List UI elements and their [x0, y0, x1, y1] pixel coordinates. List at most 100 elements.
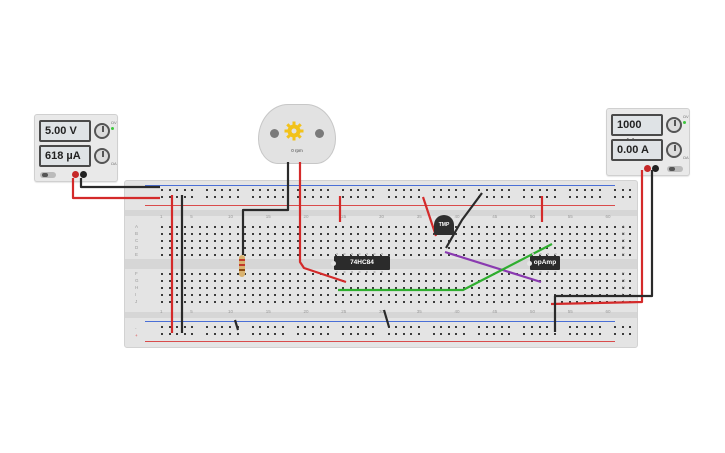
- breadboard-hole[interactable]: [259, 287, 262, 289]
- breadboard-hole[interactable]: [395, 247, 398, 249]
- breadboard-hole[interactable]: [334, 273, 337, 275]
- rail-hole[interactable]: [553, 189, 556, 191]
- breadboard-hole[interactable]: [244, 287, 247, 289]
- breadboard-hole[interactable]: [546, 301, 549, 303]
- rail-hole[interactable]: [463, 333, 465, 335]
- breadboard-hole[interactable]: [410, 254, 413, 256]
- rail-hole[interactable]: [296, 196, 299, 198]
- breadboard-hole[interactable]: [183, 254, 186, 256]
- rail-hole[interactable]: [546, 189, 549, 191]
- rail-hole[interactable]: [402, 196, 405, 198]
- breadboard-hole[interactable]: [523, 247, 526, 249]
- breadboard-hole[interactable]: [425, 226, 428, 228]
- breadboard-hole[interactable]: [349, 247, 352, 249]
- breadboard-hole[interactable]: [236, 273, 239, 275]
- breadboard-hole[interactable]: [606, 247, 609, 249]
- breadboard-hole[interactable]: [561, 287, 564, 289]
- breadboard-hole[interactable]: [387, 233, 390, 235]
- breadboard-hole[interactable]: [221, 254, 224, 256]
- breadboard-hole[interactable]: [161, 301, 163, 303]
- breadboard-hole[interactable]: [493, 254, 496, 256]
- rail-hole[interactable]: [417, 326, 420, 328]
- rail-hole[interactable]: [500, 189, 503, 191]
- rail-hole[interactable]: [546, 333, 549, 335]
- breadboard-hole[interactable]: [568, 240, 571, 242]
- breadboard-hole[interactable]: [493, 247, 496, 249]
- breadboard-hole[interactable]: [312, 254, 314, 256]
- breadboard-hole[interactable]: [334, 294, 337, 296]
- breadboard-hole[interactable]: [221, 301, 224, 303]
- breadboard-hole[interactable]: [236, 254, 239, 256]
- breadboard-hole[interactable]: [530, 294, 533, 296]
- breadboard-hole[interactable]: [598, 254, 601, 256]
- breadboard-hole[interactable]: [538, 247, 541, 249]
- breadboard-hole[interactable]: [161, 233, 163, 235]
- breadboard-hole[interactable]: [425, 247, 428, 249]
- breadboard-hole[interactable]: [296, 247, 299, 249]
- breadboard-hole[interactable]: [387, 280, 390, 282]
- rail-hole[interactable]: [538, 196, 541, 198]
- breadboard-hole[interactable]: [395, 254, 398, 256]
- breadboard-hole[interactable]: [183, 287, 186, 289]
- breadboard-hole[interactable]: [236, 294, 239, 296]
- rail-hole[interactable]: [583, 196, 586, 198]
- breadboard-hole[interactable]: [387, 301, 390, 303]
- breadboard-hole[interactable]: [553, 287, 556, 289]
- breadboard-hole[interactable]: [591, 254, 594, 256]
- rail-hole[interactable]: [493, 189, 496, 191]
- rail-hole[interactable]: [583, 189, 586, 191]
- breadboard-hole[interactable]: [606, 280, 609, 282]
- breadboard-hole[interactable]: [598, 301, 601, 303]
- breadboard-hole[interactable]: [598, 233, 601, 235]
- breadboard-hole[interactable]: [364, 294, 367, 296]
- breadboard-hole[interactable]: [274, 287, 277, 289]
- breadboard-hole[interactable]: [213, 240, 216, 242]
- rail-hole[interactable]: [228, 189, 231, 191]
- breadboard-hole[interactable]: [546, 294, 549, 296]
- rail-hole[interactable]: [546, 196, 549, 198]
- rail-hole[interactable]: [591, 326, 594, 328]
- breadboard-hole[interactable]: [410, 280, 413, 282]
- rail-hole[interactable]: [455, 196, 458, 198]
- breadboard-hole[interactable]: [530, 240, 533, 242]
- rail-hole[interactable]: [357, 333, 360, 335]
- rail-hole[interactable]: [312, 196, 314, 198]
- breadboard-hole[interactable]: [493, 273, 496, 275]
- breadboard-hole[interactable]: [274, 240, 277, 242]
- breadboard-hole[interactable]: [176, 294, 179, 296]
- breadboard-hole[interactable]: [614, 280, 616, 282]
- breadboard-hole[interactable]: [515, 287, 518, 289]
- breadboard-hole[interactable]: [304, 240, 307, 242]
- breadboard-hole[interactable]: [213, 301, 216, 303]
- rail-hole[interactable]: [266, 189, 269, 191]
- breadboard-hole[interactable]: [485, 226, 488, 228]
- breadboard-hole[interactable]: [289, 301, 292, 303]
- breadboard-hole[interactable]: [191, 301, 194, 303]
- breadboard-hole[interactable]: [500, 247, 503, 249]
- breadboard-hole[interactable]: [357, 294, 360, 296]
- breadboard-hole[interactable]: [379, 273, 382, 275]
- breadboard-hole[interactable]: [168, 301, 171, 303]
- breadboard-hole[interactable]: [168, 287, 171, 289]
- breadboard-hole[interactable]: [500, 233, 503, 235]
- rail-hole[interactable]: [463, 196, 465, 198]
- breadboard-hole[interactable]: [312, 287, 314, 289]
- breadboard-hole[interactable]: [485, 301, 488, 303]
- breadboard-hole[interactable]: [508, 240, 511, 242]
- breadboard-hole[interactable]: [357, 273, 360, 275]
- breadboard-hole[interactable]: [478, 247, 481, 249]
- breadboard-hole[interactable]: [402, 287, 405, 289]
- breadboard-hole[interactable]: [289, 233, 292, 235]
- rail-hole[interactable]: [455, 326, 458, 328]
- rail-hole[interactable]: [274, 326, 277, 328]
- rail-hole[interactable]: [319, 333, 322, 335]
- breadboard-hole[interactable]: [251, 280, 254, 282]
- breadboard-hole[interactable]: [470, 273, 473, 275]
- rail-hole[interactable]: [213, 196, 216, 198]
- breadboard-hole[interactable]: [213, 273, 216, 275]
- temperature-sensor[interactable]: TMP: [434, 215, 454, 235]
- breadboard-hole[interactable]: [493, 294, 496, 296]
- breadboard-hole[interactable]: [598, 280, 601, 282]
- breadboard-hole[interactable]: [161, 226, 163, 228]
- breadboard-hole[interactable]: [289, 273, 292, 275]
